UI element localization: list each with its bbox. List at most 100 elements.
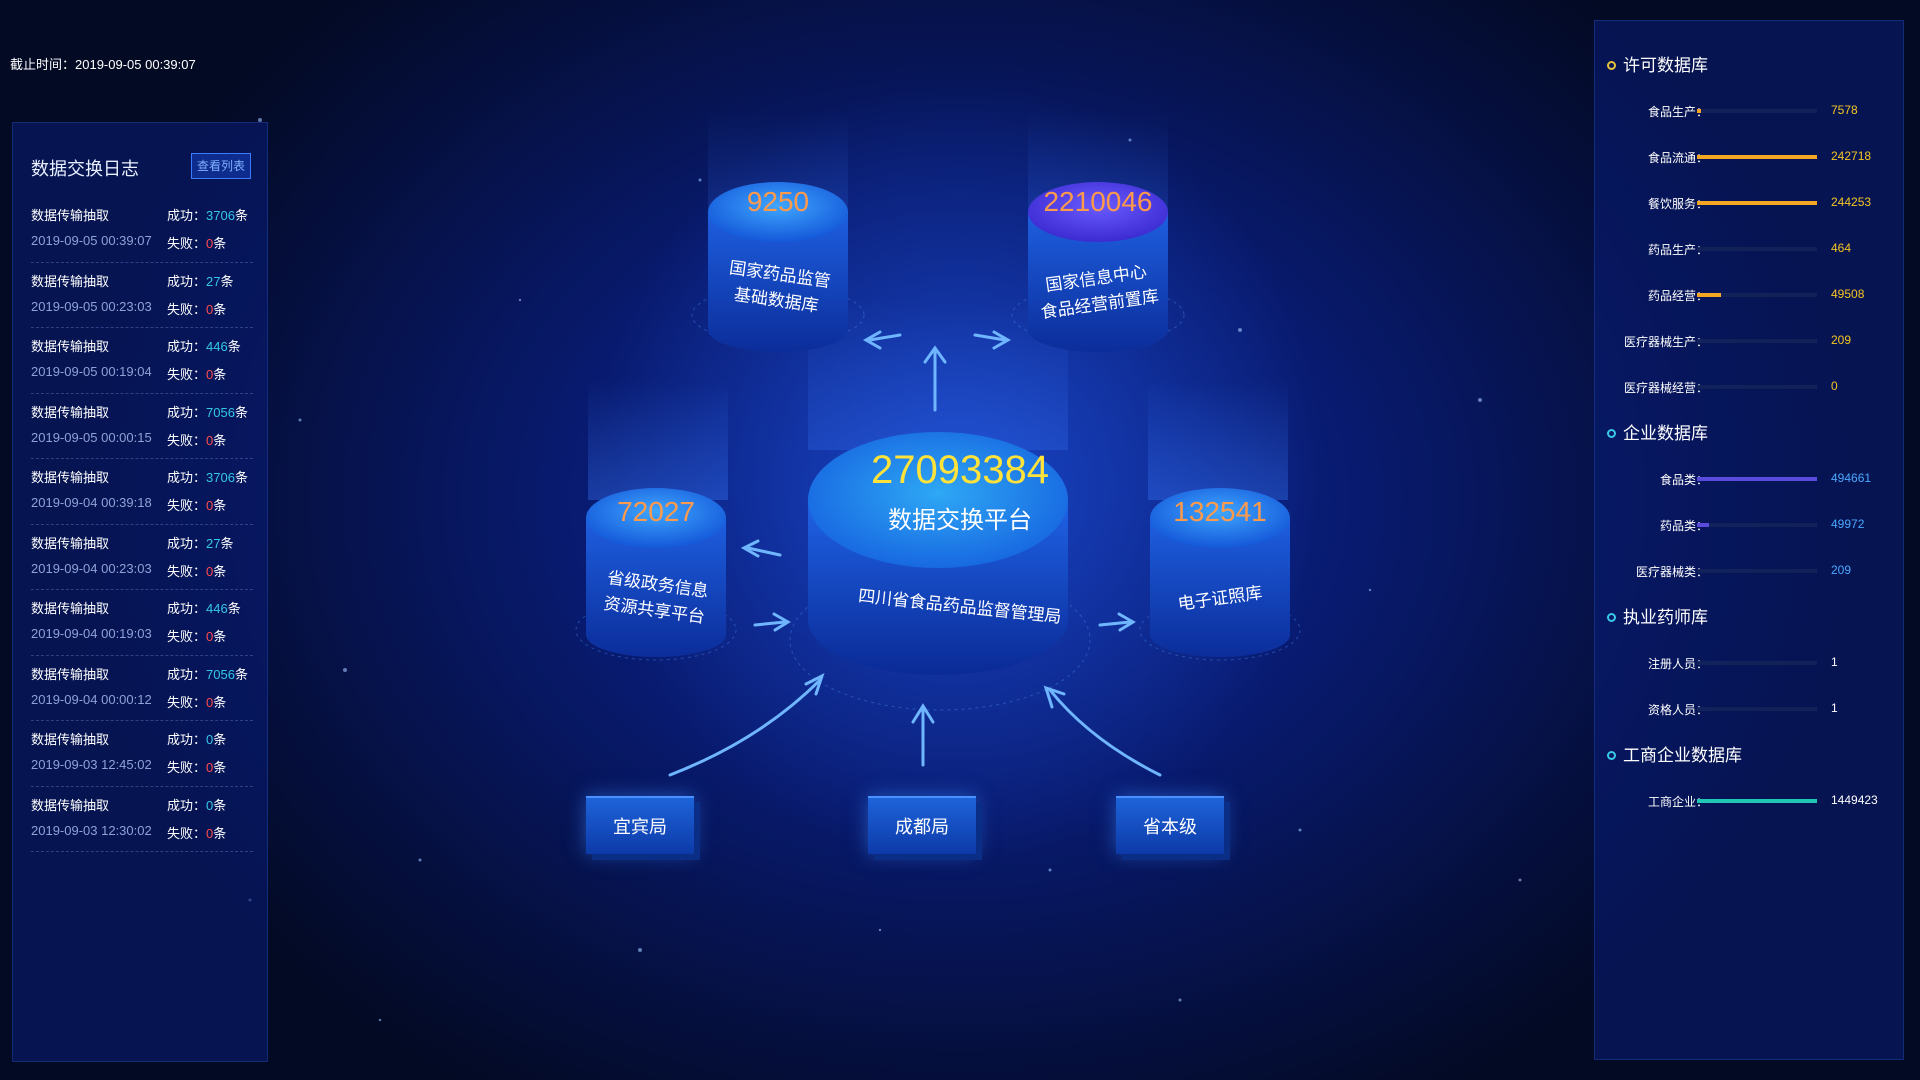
log-name: 数据传输抽取 [31, 732, 110, 747]
log-row-top: 数据传输抽取 成功：446条 [31, 336, 253, 354]
log-panel-header: 数据交换日志 查看列表 [31, 153, 251, 185]
log-name: 数据传输抽取 [31, 339, 110, 354]
fail-label: 失败： [167, 236, 207, 251]
log-row-top: 数据传输抽取 成功：27条 [31, 271, 253, 289]
node-value-top-left: 9250 [746, 186, 810, 217]
unit-label: 条 [220, 273, 234, 289]
log-name: 数据传输抽取 [31, 208, 110, 223]
metric-label: 工商企业： [1647, 795, 1708, 809]
metric-row: 注册人员：1 [1595, 653, 1905, 673]
metric-bar-fill [1697, 799, 1817, 803]
metric-row: 药品经营：49508 [1595, 285, 1905, 305]
unit-label: 条 [227, 601, 241, 616]
log-success: 成功：7056条 [167, 664, 253, 683]
metric-label: 药品经营： [1647, 289, 1708, 303]
section-dot-icon [1607, 613, 1616, 622]
section-dot-icon [1607, 61, 1616, 70]
fail-count: 0 [206, 760, 214, 775]
log-name: 数据传输抽取 [31, 470, 110, 485]
log-name: 数据传输抽取 [31, 273, 110, 289]
fail-label: 失败： [167, 301, 207, 317]
fail-label: 失败： [167, 432, 207, 448]
success-label: 成功： [167, 273, 207, 289]
log-success: 成功：446条 [167, 598, 253, 617]
success-label: 成功： [167, 666, 207, 682]
unit-label: 条 [213, 563, 227, 579]
success-count: 27 [206, 273, 221, 289]
unit-label: 条 [213, 367, 227, 382]
metric-label: 医疗器械类： [1635, 565, 1708, 579]
log-name: 数据传输抽取 [31, 666, 110, 682]
unit-label: 条 [213, 629, 227, 644]
metric-row: 食品类：494661 [1595, 469, 1905, 489]
log-time: 2019-09-05 00:39:07 [31, 233, 152, 248]
success-label: 成功： [167, 470, 207, 485]
log-time: 2019-09-05 00:19:04 [31, 364, 152, 379]
metric-bar-track [1697, 247, 1817, 251]
log-row-bottom: 2019-09-05 00:39:07 失败：0条 [31, 233, 253, 251]
fail-label: 失败： [167, 498, 207, 513]
metric-bar-track [1697, 201, 1817, 205]
section-title-text: 执业药师库 [1623, 608, 1708, 627]
unit-label: 条 [234, 470, 248, 485]
metric-bar-fill [1697, 477, 1817, 481]
fail-label: 失败： [167, 563, 207, 579]
log-time: 2019-09-04 00:00:12 [31, 691, 152, 707]
log-name: 数据传输抽取 [31, 601, 110, 616]
unit-label: 条 [213, 236, 227, 251]
success-label: 成功： [167, 797, 207, 813]
view-list-button[interactable]: 查看列表 [191, 153, 251, 179]
node-value-top-right: 2210046 [1043, 186, 1153, 217]
metric-row: 工商企业： 1449423 [1595, 791, 1905, 811]
metric-row: 医疗器械经营：0 [1595, 377, 1905, 397]
metric-label: 医疗器械经营： [1623, 381, 1708, 395]
metric-bar-track [1697, 569, 1817, 573]
node-cylinder-top-left [708, 182, 848, 352]
success-label: 成功： [167, 404, 207, 420]
success-label: 成功： [167, 732, 207, 747]
metric-row: 资格人员：1 [1595, 699, 1905, 719]
fail-count: 0 [206, 432, 214, 448]
log-name: 数据传输抽取 [31, 797, 110, 813]
metric-bar-fill [1697, 523, 1709, 527]
log-fail: 失败：0条 [167, 757, 253, 776]
unit-label: 条 [213, 432, 227, 448]
metric-value: 49972 [1831, 517, 1865, 531]
bureau-provincial[interactable]: 省本级 [1116, 796, 1224, 854]
node-cylinder-mid-left [586, 488, 726, 657]
metric-value: 209 [1831, 563, 1852, 577]
fail-label: 失败： [167, 629, 207, 644]
section-title: 企业数据库 [1607, 423, 1708, 445]
bureau-yibin[interactable]: 宜宾局 [586, 796, 694, 854]
metric-row: 食品生产：7578 [1595, 101, 1905, 121]
metric-row: 食品流通：242718 [1595, 147, 1905, 167]
unit-label: 条 [213, 694, 227, 710]
success-count: 3706 [206, 208, 235, 223]
log-success: 成功：27条 [167, 271, 253, 290]
log-success: 成功：446条 [167, 336, 253, 355]
bureau-chengdu[interactable]: 成都局 [868, 796, 976, 854]
fail-label: 失败： [167, 825, 207, 841]
log-row-top: 数据传输抽取成功：3706条 [31, 467, 253, 485]
platform-title: 数据交换平台 [888, 507, 1032, 534]
log-fail: 失败：0条 [167, 626, 253, 645]
log-success: 成功：7056条 [167, 402, 253, 421]
log-fail: 失败：0条 [167, 233, 253, 252]
section-dot-icon [1607, 751, 1616, 760]
log-row-top: 数据传输抽取成功：0条 [31, 729, 253, 747]
metric-value: 1449423 [1831, 793, 1878, 807]
